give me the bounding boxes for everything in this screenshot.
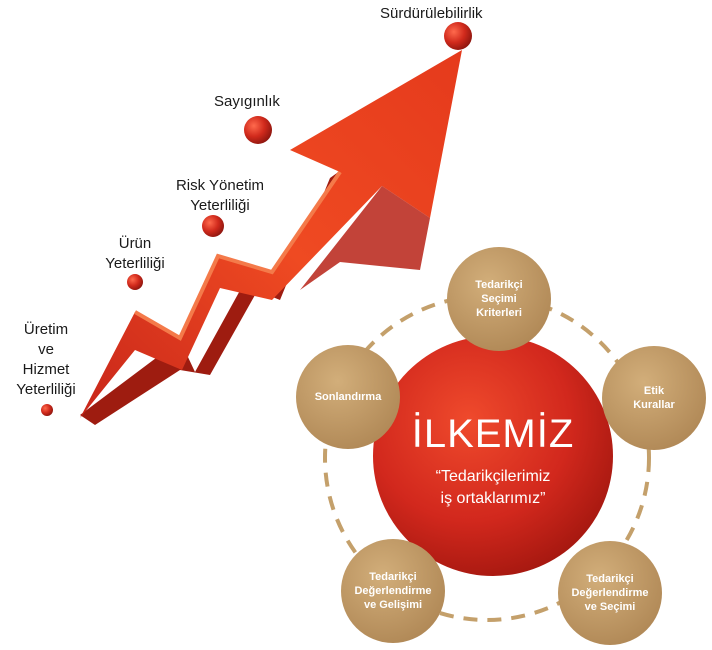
cycle-circle-2 [602, 346, 706, 450]
center-title: İLKEMİZ [411, 412, 575, 456]
growth-arrow [80, 50, 462, 425]
cycle-circle-1 [447, 247, 551, 351]
cycle-label-5: Sonlandırma [314, 391, 382, 403]
step-dot-3 [202, 215, 224, 237]
step-dot-5 [41, 404, 53, 416]
cycle-circle-4 [341, 539, 445, 643]
center-subtitle: “Tedarikçilerimiz iş ortaklarımız” [435, 468, 551, 507]
step-dot-2 [244, 116, 272, 144]
cycle-label-4: Tedarikçi Değerlendirme ve Gelişimi [354, 571, 432, 611]
step-dot-4 [127, 274, 143, 290]
cycle-circle-3 [558, 541, 662, 645]
step-label-5: Üretim ve Hizmet Yeterliliği [16, 321, 76, 398]
cycle-label-2: Etik Kurallar [633, 385, 675, 411]
cycle-ring [323, 294, 651, 622]
cycle-label-3: Tedarikçi Değerlendirme ve Seçimi [571, 573, 649, 613]
cycle-label-1: Tedarikçi Seçimi Kriterleri [475, 279, 523, 319]
step-label-2: Sayıgınlık [214, 93, 280, 110]
center-circle [373, 336, 613, 576]
step-label-3: Risk Yönetim Yeterliliği [175, 177, 265, 214]
step-label-1: Sürdürülebilirlik [380, 5, 483, 22]
cycle-circle-5 [296, 345, 400, 449]
step-label-4: Ürün Yeterliliği [105, 235, 165, 272]
step-dot-1 [444, 22, 472, 50]
